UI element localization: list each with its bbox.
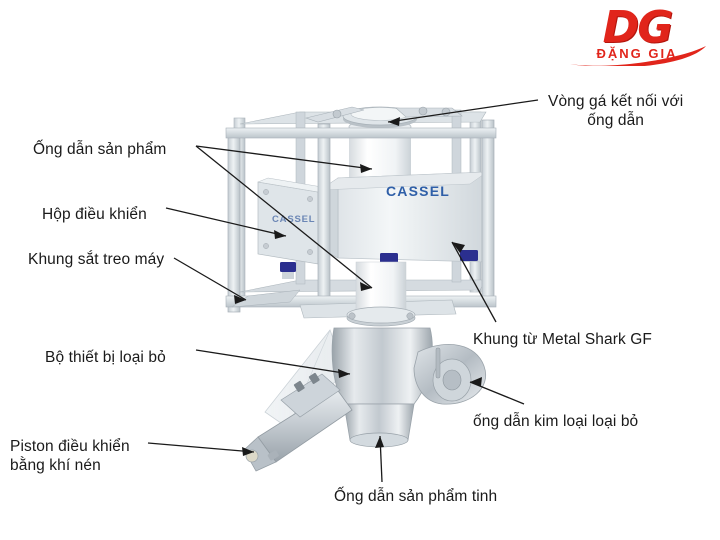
logo-swoosh-icon bbox=[570, 46, 706, 66]
label-product-pipe: Ống dẫn sản phẩm bbox=[33, 141, 167, 158]
logo-sub-text: ĐẶNG GIA bbox=[596, 46, 678, 61]
control-box: CASSEL bbox=[257, 177, 329, 279]
lower-clamp-ring bbox=[346, 306, 416, 327]
logo-main-text: DG bbox=[602, 2, 674, 53]
label-hanging-frame: Khung sắt treo máy bbox=[28, 251, 165, 268]
label-pipe-coupling: Vòng gá kết nối với ống dẫn bbox=[548, 93, 684, 129]
svg-text:CASSEL: CASSEL bbox=[272, 214, 315, 225]
svg-text:CASSEL: CASSEL bbox=[386, 183, 450, 199]
label-metal-shark-frame: Khung từ Metal Shark GF bbox=[473, 331, 652, 348]
label-pneumatic-piston: Piston điều khiển bằng khí nén bbox=[10, 438, 130, 474]
label-control-box: Hộp điều khiển bbox=[42, 206, 147, 223]
dang-gia-logo: DG ĐẶNG GIA bbox=[562, 6, 712, 68]
label-metal-reject-pipe: ống dẫn kim loại loại bỏ bbox=[473, 413, 639, 430]
label-reject-unit: Bộ thiết bị loại bỏ bbox=[45, 349, 166, 366]
label-fine-product-pipe: Ống dẫn sản phẩm tinh bbox=[334, 488, 498, 505]
